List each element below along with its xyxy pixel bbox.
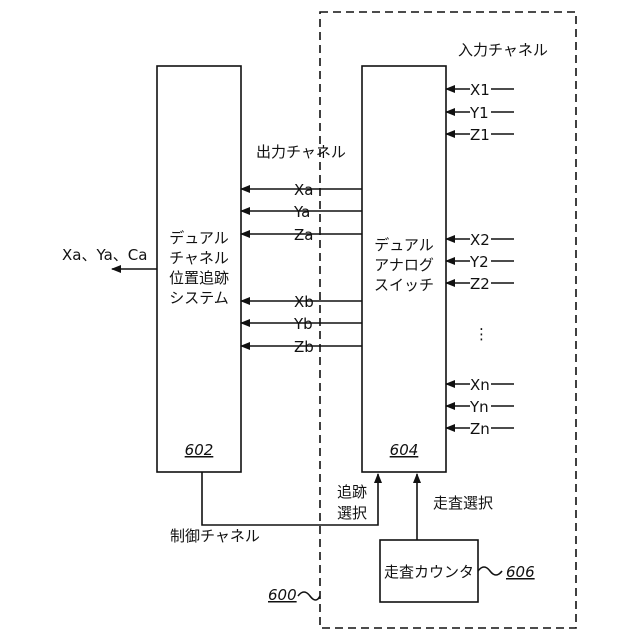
switch-label-line-1: デュアル (374, 236, 434, 254)
output-label-ya: Ya (293, 203, 310, 221)
counter-ref-leader (478, 567, 502, 575)
input-label-xn: Xn (470, 376, 490, 394)
input-label-yn: Yn (469, 398, 489, 416)
output-channel-label: 出力チャネル (256, 143, 346, 161)
input-label-z1: Z1 (470, 126, 490, 144)
input-label-y2: Y2 (469, 253, 489, 271)
output-label-zb: Zb (294, 338, 314, 356)
output-label-yb: Yb (293, 315, 313, 333)
tracker-label-line-1: デュアル (169, 229, 229, 247)
control-channel-label: 制御チャネル (170, 527, 260, 545)
input-ellipsis: ⋮ (474, 325, 489, 343)
switch-label-line-2: アナログ (374, 256, 434, 274)
output-label-xa: Xa (294, 181, 313, 199)
tracking-select-line-2: 選択 (337, 504, 367, 522)
input-label-x2: X2 (470, 231, 490, 249)
tracking-select-line-1: 追跡 (337, 483, 367, 501)
input-label-x1: X1 (470, 81, 490, 99)
counter-label: 走査カウンタ (384, 563, 474, 581)
system-ref-leader (298, 592, 320, 600)
scan-select-label: 走査選択 (433, 494, 493, 512)
switch-label-line-3: スイッチ (374, 276, 434, 294)
input-label-z2: Z2 (470, 275, 490, 293)
tracker-ref: 602 (185, 441, 214, 459)
input-label-zn: Zn (470, 420, 490, 438)
system-ref: 600 (268, 586, 297, 604)
system-output-label: Xa、Ya、Ca (62, 246, 147, 264)
tracker-label-line-2: チャネル (169, 249, 229, 267)
system-boundary (320, 12, 576, 628)
tracker-label-line-4: システム (169, 289, 229, 307)
switch-ref: 604 (390, 441, 419, 459)
output-label-xb: Xb (294, 293, 314, 311)
input-label-y1: Y1 (469, 104, 489, 122)
input-channel-label: 入力チャネル (458, 41, 548, 59)
counter-ref: 606 (506, 563, 535, 581)
tracker-label-line-3: 位置追跡 (169, 269, 229, 287)
output-label-za: Za (294, 226, 313, 244)
